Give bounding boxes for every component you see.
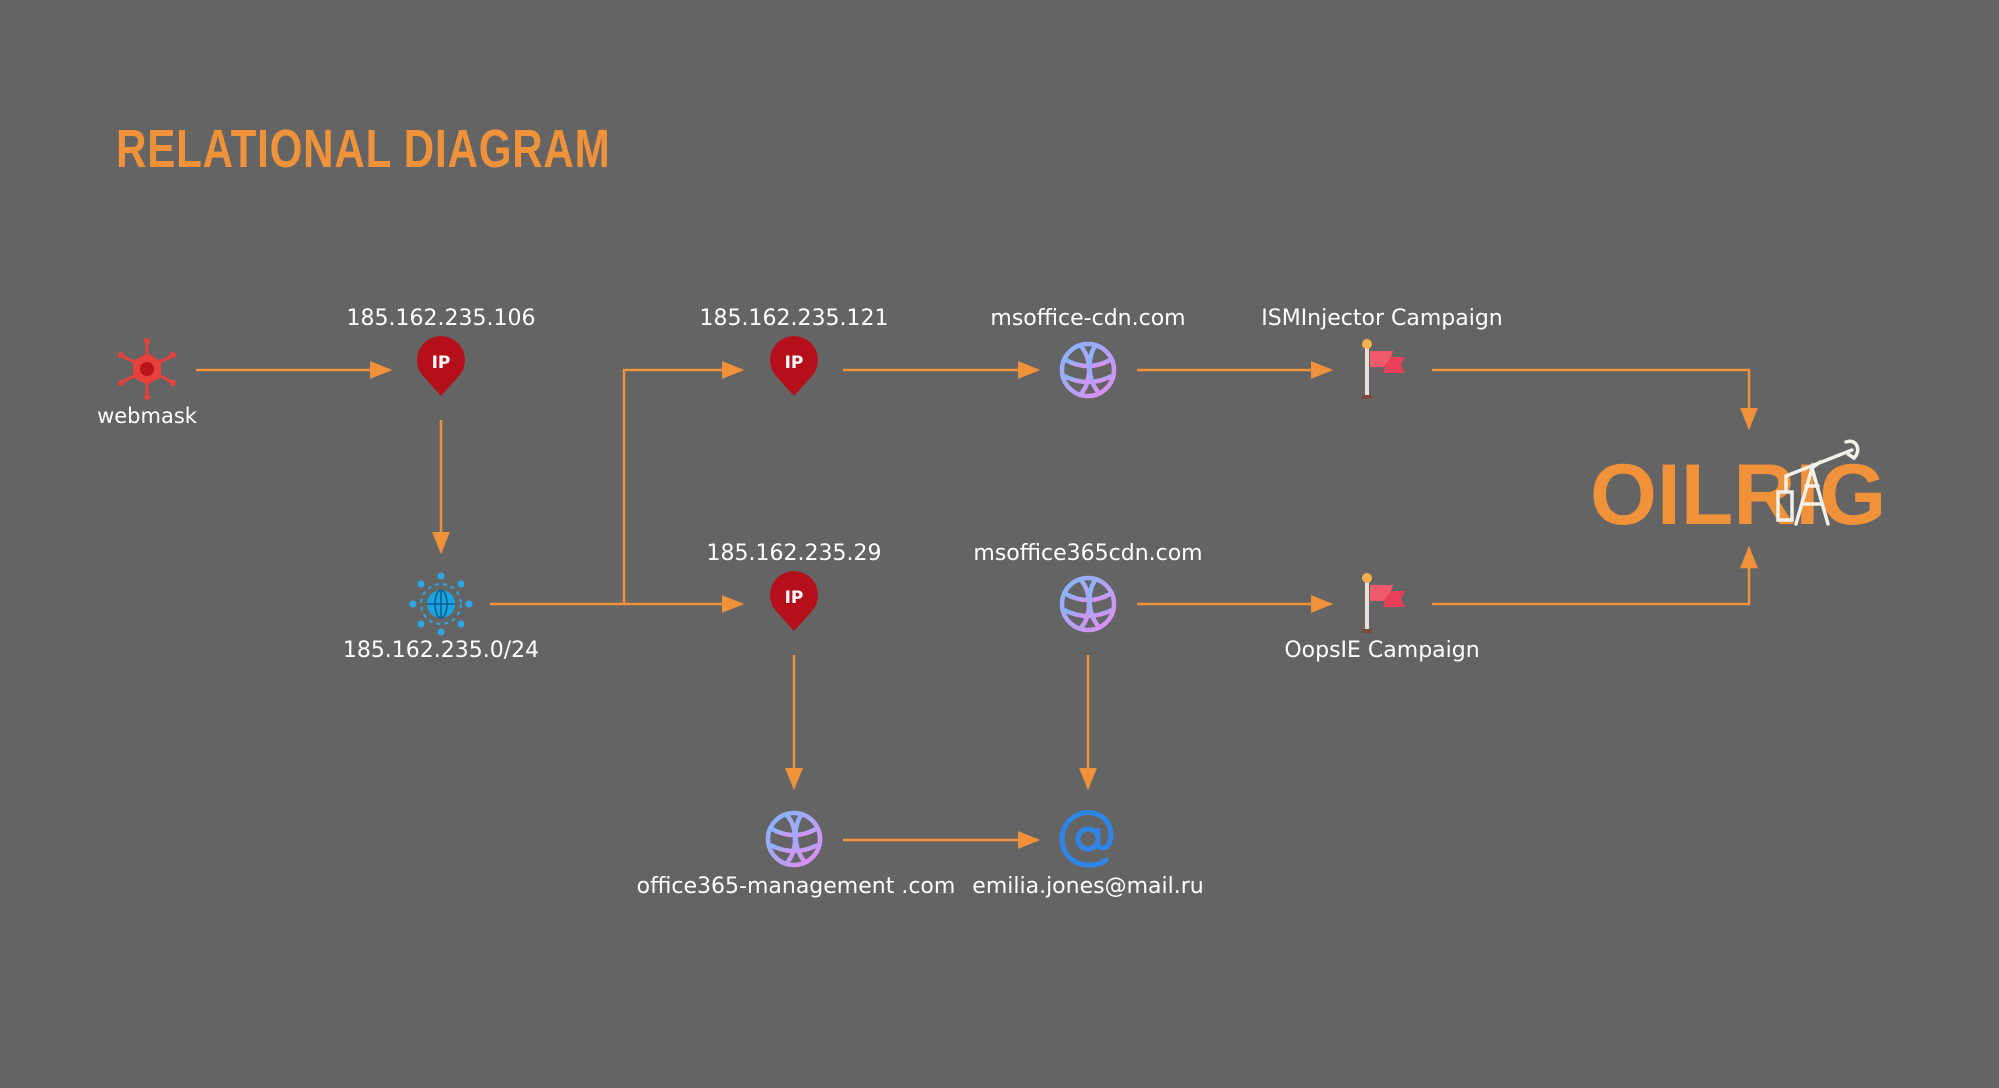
ip-pin-icon: IP (415, 336, 467, 398)
node-label-ip-29: 185.162.235.29 (706, 541, 882, 566)
edge-ismi-oilrig (1432, 368, 1758, 431)
node-label-office365-management: office365-management .com (636, 874, 956, 899)
globe-icon (1058, 340, 1118, 400)
node-label-ismi-campaign: ISMInjector Campaign (1261, 306, 1503, 331)
globe-icon (764, 809, 824, 869)
node-label-ip-121: 185.162.235.121 (699, 306, 889, 331)
ip-pin-icon: IP (768, 336, 820, 398)
edge-subnet-ip121 (490, 361, 745, 606)
node-label-subnet: 185.162.235.0/24 (342, 638, 540, 663)
node-label-msoffice365cdn: msoffice365cdn.com (973, 541, 1203, 566)
svg-text:OILRIG: OILRIG (1590, 447, 1886, 543)
edge-oopsie-oilrig (1432, 545, 1758, 606)
at-sign-icon (1057, 808, 1119, 870)
svg-text:IP: IP (432, 353, 451, 373)
oilrig-logo: OILRIG (1590, 428, 1900, 548)
node-label-msoffice-cdn: msoffice-cdn.com (990, 306, 1186, 331)
node-label-webmask: webmask (97, 404, 197, 428)
svg-text:IP: IP (785, 353, 804, 373)
page-title: RELATIONAL DIAGRAM (116, 119, 611, 179)
svg-text:IP: IP (785, 588, 804, 608)
ip-pin-icon: IP (768, 571, 820, 633)
node-label-ip-106: 185.162.235.106 (346, 306, 536, 331)
network-globe-icon (409, 572, 473, 636)
flag-icon (1357, 339, 1413, 401)
node-label-oopsie-campaign: OopsIE Campaign (1284, 638, 1480, 663)
globe-icon (1058, 574, 1118, 634)
node-label-email: emilia.jones@mail.ru (972, 874, 1204, 899)
oil-pump-jack-icon (1776, 439, 1860, 526)
virus-icon (116, 338, 178, 400)
flag-icon (1357, 573, 1413, 635)
